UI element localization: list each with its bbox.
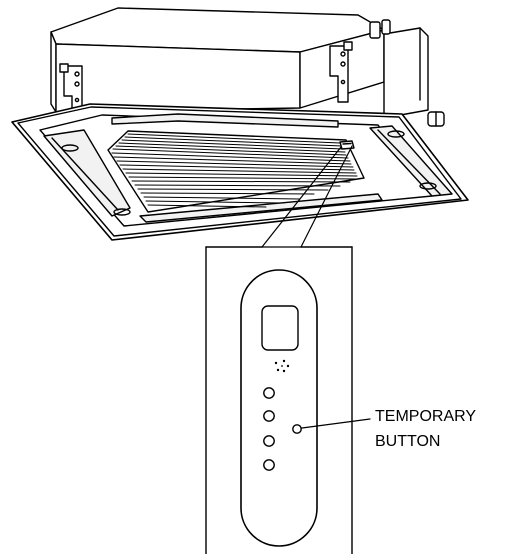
- enlarged-view-frame: [205, 246, 353, 554]
- panel-corner-tabs: [61, 130, 437, 216]
- indicator-lamp-4: [263, 459, 275, 471]
- indicator-lamp-2: [263, 410, 275, 422]
- panel-display-window: [339, 140, 355, 150]
- display-panel-icon: [240, 269, 318, 547]
- indicator-lamp-1: [263, 387, 275, 399]
- zoom-callout-lines: [261, 145, 353, 248]
- right-hanger-bracket: [329, 41, 353, 103]
- temporary-button-leader: [301, 418, 371, 429]
- callout-label-line2: BUTTON: [375, 433, 441, 450]
- unit-housing: [50, 7, 445, 127]
- temporary-button-icon[interactable]: [292, 424, 302, 434]
- indicator-lamp-3: [263, 435, 275, 447]
- louver-top: [111, 113, 339, 128]
- signal-receiver-icon: [274, 359, 290, 373]
- callout-label-line1: TEMPORARY: [375, 408, 477, 425]
